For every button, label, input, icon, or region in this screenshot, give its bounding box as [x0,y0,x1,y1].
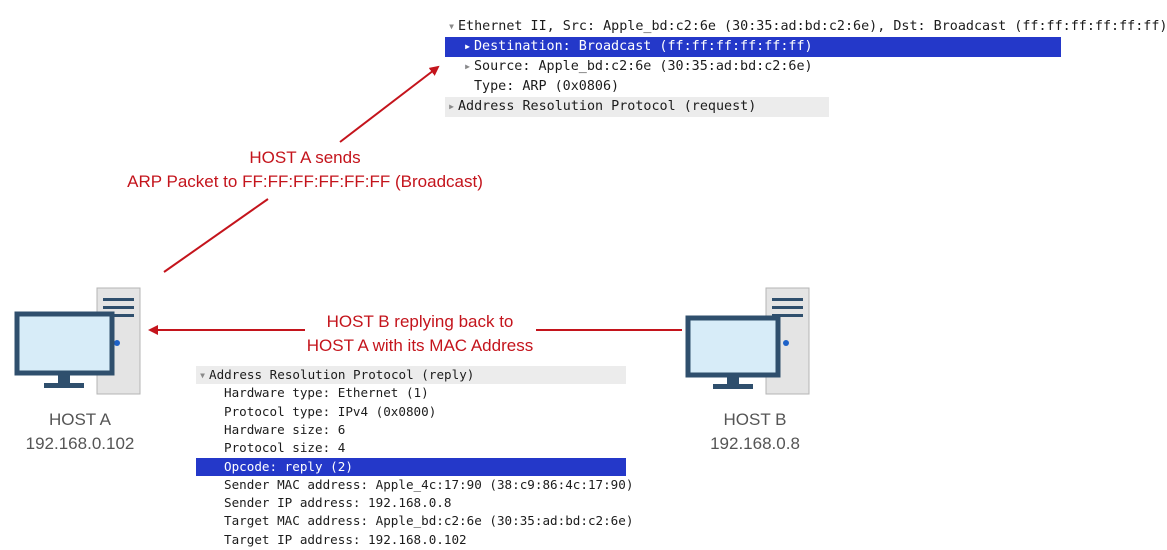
arp-reply-header-row[interactable]: ▼Address Resolution Protocol (reply) [196,366,626,385]
monitor-neck [727,375,739,384]
reply-packet-panel: ▼Address Resolution Protocol (reply) Har… [196,366,633,547]
expanded-triangle-icon[interactable]: ▼ [449,22,454,31]
broadcast-packet-panel: ▼Ethernet II, Src: Apple_bd:c2:6e (30:35… [445,17,1167,121]
field-row[interactable]: Target IP address: 192.168.0.102 [224,531,467,547]
destination-row[interactable]: ▶Destination: Broadcast (ff:ff:ff:ff:ff:… [445,37,1061,57]
field-row[interactable]: Sender MAC address: Apple_4c:17:90 (38:c… [224,476,634,492]
host-b-label: HOST B 192.168.0.8 [680,408,830,456]
caption-line: HOST A sends [249,148,361,167]
monitor-neck [58,373,70,383]
monitor-base [44,383,84,388]
host-name: HOST A [48,410,112,429]
monitor-icon [14,311,115,376]
host-ip: 192.168.0.8 [710,434,800,453]
broadcast-arrow [163,65,440,273]
field-row[interactable]: Hardware type: Ethernet (1) [224,385,429,401]
arrow-segment-lower [163,198,269,273]
diagram-graphics [14,65,810,395]
arp-request-row[interactable]: ▶Address Resolution Protocol (request) [445,97,829,117]
caption-line: ARP Packet to FF:FF:FF:FF:FF:FF (Broadca… [127,172,483,191]
host-name: HOST B [723,410,787,429]
host-a-computer-icon [14,287,141,395]
arrow-segment-upper [339,65,440,143]
host-ip: 192.168.0.102 [25,434,135,453]
reply-caption: HOST B replying back to HOST A with its … [300,310,540,358]
field-row[interactable]: Protocol type: IPv4 (0x0800) [224,403,437,419]
field-row[interactable]: Sender IP address: 192.168.0.8 [224,495,452,511]
ethernet-header-row[interactable]: ▼Ethernet II, Src: Apple_bd:c2:6e (30:35… [445,17,1167,37]
monitor-base [713,384,753,389]
power-led-icon [783,340,789,346]
monitor-icon [685,315,781,378]
expanded-triangle-icon[interactable]: ▼ [200,371,205,380]
host-a-label: HOST A 192.168.0.102 [10,408,150,456]
host-b-computer-icon [685,287,810,395]
collapsed-triangle-icon[interactable]: ▶ [465,62,470,71]
source-row[interactable]: ▶Source: Apple_bd:c2:6e (30:35:ad:bd:c2:… [461,57,813,77]
caption-line: HOST A with its MAC Address [306,336,534,355]
field-row[interactable]: Hardware size: 6 [224,421,346,437]
opcode-row[interactable]: Opcode: reply (2) [196,457,626,476]
collapsed-triangle-icon[interactable]: ▶ [449,102,454,111]
collapsed-triangle-icon[interactable]: ▶ [465,42,470,51]
field-row[interactable]: Target MAC address: Apple_bd:c2:6e (30:3… [224,513,634,529]
power-led-icon [114,340,120,346]
caption-line: HOST B replying back to [326,312,514,331]
field-row[interactable]: Protocol size: 4 [224,440,346,456]
broadcast-caption: HOST A sends ARP Packet to FF:FF:FF:FF:F… [95,146,515,194]
type-row[interactable]: Type: ARP (0x0806) [474,79,620,94]
